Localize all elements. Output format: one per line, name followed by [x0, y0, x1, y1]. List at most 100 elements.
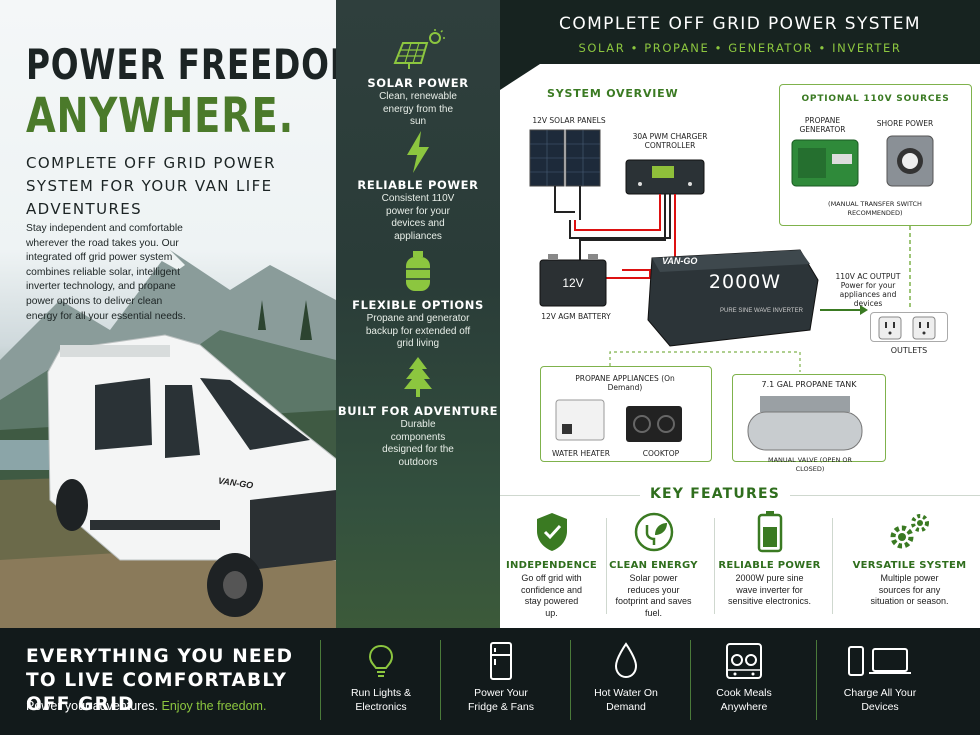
- bottom-title: EVERYTHING YOU NEED TO LIVE COMFORTABLY …: [26, 646, 294, 715]
- fridge-icon: [490, 642, 512, 680]
- wiring-diagram: [529, 129, 911, 372]
- inverter: [647, 249, 819, 347]
- lightning-bolt-icon: [407, 131, 429, 173]
- hero-subtitle: COMPLETE OFF GRID POWER SYSTEM FOR YOUR …: [26, 154, 276, 218]
- key-feature-title: VERSATILE SYSTEM: [852, 560, 967, 571]
- mid-feature-desc: Clean, renewable energy from the sun: [379, 91, 457, 127]
- bottom-subtitle: Power your adventures. Enjoy the freedom…: [26, 699, 266, 713]
- outlets-box: [870, 312, 948, 342]
- mid-feature-reliable: RELIABLE POWER Consistent 110V power for…: [336, 130, 500, 243]
- mid-feature-title: SOLAR POWER: [367, 76, 469, 90]
- bottom-item-devices: Charge All Your Devices: [820, 640, 940, 714]
- kf-divider: [714, 518, 715, 614]
- feature-column: SOLAR POWER Clean, renewable energy from…: [336, 0, 500, 628]
- cooktop-label: COOKTOP: [642, 449, 680, 458]
- bottom-item-cook: Cook Meals Anywhere: [684, 640, 804, 714]
- bottom-item-lights: Run Lights & Electronics: [321, 640, 441, 714]
- key-feature-independence: INDEPENDENCE Go off grid with confidence…: [494, 510, 609, 619]
- gears-icon: [890, 514, 929, 549]
- key-feature-clean-energy: CLEAN ENERGY Solar power reduces your fo…: [596, 510, 711, 619]
- key-feature-title: INDEPENDENCE: [505, 560, 598, 571]
- key-features-title: KEY FEATURES: [640, 486, 790, 502]
- bottom-item-water: Hot Water On Demand: [566, 640, 686, 714]
- key-feature-versatile: VERSATILE SYSTEM Multiple power sources …: [852, 510, 967, 608]
- shore-power-image: [886, 135, 934, 187]
- hero-body: Stay independent and comfortable whereve…: [26, 223, 186, 322]
- ac-output-label: 110V AC OUTPUT Power for your appliances…: [835, 272, 901, 308]
- bottom-item-label: Run Lights & Electronics: [350, 687, 412, 713]
- battery: [539, 254, 607, 307]
- propane-appliances-title: PROPANE APPLIANCES (On Demand): [575, 374, 675, 392]
- system-overview-title: SYSTEM OVERVIEW: [547, 87, 679, 100]
- devices-icon: [848, 646, 911, 676]
- kf-divider: [832, 518, 833, 614]
- propane-tank-image: [747, 396, 863, 451]
- bottom-item-label: Hot Water On Demand: [594, 687, 658, 713]
- right-header-subtitle: SOLAR • PROPANE • GENERATOR • INVERTER: [578, 41, 902, 55]
- water-drop-icon: [614, 642, 638, 679]
- mid-feature-desc: Propane and generator backup for extende…: [365, 313, 471, 349]
- inverter-model: PURE SINE WAVE INVERTER: [720, 308, 803, 314]
- mid-feature-solar: SOLAR POWER Clean, renewable energy from…: [336, 28, 500, 129]
- right-header: [500, 0, 980, 64]
- bottom-divider: [440, 640, 441, 720]
- output-arrow: [820, 305, 868, 315]
- bottom-divider: [690, 640, 691, 720]
- bottom-divider: [570, 640, 571, 720]
- solar-panels-label: 12V SOLAR PANELS: [532, 116, 606, 125]
- header-corner: [500, 0, 540, 90]
- mid-feature-desc: Consistent 110V power for your devices a…: [381, 193, 455, 242]
- mid-feature-desc: Durable components designed for the outd…: [382, 419, 454, 468]
- mid-feature-title: FLEXIBLE OPTIONS: [352, 298, 484, 312]
- outlet-icon: [878, 316, 936, 340]
- battery-label: 12V AGM BATTERY: [541, 312, 611, 321]
- solar-panels: [529, 129, 601, 187]
- propane-tank-icon: [406, 251, 430, 291]
- cooktop-image: [626, 406, 682, 442]
- pine-tree-icon: [404, 357, 432, 397]
- shore-power-label: SHORE POWER: [876, 119, 934, 128]
- solar-panel-icon: [393, 29, 445, 69]
- key-feature-desc: 2000W pure sine wave inverter for sensit…: [727, 573, 812, 606]
- charge-controller: [625, 159, 705, 195]
- inverter-brand: VAN-GO: [662, 256, 698, 266]
- key-feature-reliable-power: RELIABLE POWER 2000W pure sine wave inve…: [712, 510, 827, 608]
- inverter-text: 2000W: [708, 271, 782, 293]
- light-bulb-icon: [368, 644, 394, 677]
- mid-feature-flexible: FLEXIBLE OPTIONS Propane and generator b…: [336, 250, 500, 351]
- kf-divider: [606, 518, 607, 614]
- mid-feature-adventure: BUILT FOR ADVENTURE Durable components d…: [336, 356, 500, 469]
- bottom-divider: [816, 640, 817, 720]
- key-feature-title: CLEAN ENERGY: [609, 560, 698, 571]
- generator-label: PROPANE GENERATOR: [799, 116, 846, 134]
- van-illustration: [47, 334, 336, 617]
- generator-image: [791, 139, 859, 187]
- hero-panel: POWER FREEDOM. ANYWHERE. COMPLETE OFF GR…: [0, 0, 336, 628]
- bottom-divider: [320, 640, 321, 720]
- propane-tank-title: 7.1 GAL PROPANE TANK: [761, 380, 857, 389]
- bottom-item-label: Power Your Fridge & Fans: [468, 687, 534, 713]
- water-heater-image: [555, 399, 605, 441]
- hero-title-line2: ANYWHERE.: [26, 88, 294, 144]
- bottom-item-label: Cook Meals Anywhere: [716, 687, 772, 713]
- bottom-subtitle-green: Enjoy the freedom.: [161, 699, 267, 713]
- key-feature-title: RELIABLE POWER: [718, 560, 821, 571]
- bottom-subtitle-white: Power your adventures.: [26, 699, 159, 713]
- mid-feature-title: RELIABLE POWER: [357, 178, 479, 192]
- plug-leaf-icon: [634, 512, 673, 552]
- transfer-switch-note: (MANUAL TRANSFER SWITCH RECOMMENDED): [828, 200, 922, 217]
- battery-text: 12V: [562, 276, 584, 290]
- bottom-item-fridge: Power Your Fridge & Fans: [441, 640, 561, 714]
- hero-title-line1: POWER FREEDOM.: [26, 40, 336, 89]
- mid-feature-title: BUILT FOR ADVENTURE: [337, 404, 499, 418]
- shield-check-icon: [536, 513, 567, 551]
- right-header-title: COMPLETE OFF GRID POWER SYSTEM: [559, 14, 921, 34]
- outlets-label: OUTLETS: [890, 346, 928, 355]
- charge-controller-label: 30A PWM CHARGER CONTROLLER: [632, 132, 708, 150]
- manual-valve-note: MANUAL VALVE (OPEN OR CLOSED): [767, 456, 853, 473]
- water-heater-label: WATER HEATER: [552, 449, 610, 458]
- key-feature-desc: Multiple power sources for any situation…: [870, 573, 949, 606]
- battery-icon: [757, 511, 782, 553]
- key-feature-desc: Solar power reduces your footprint and s…: [615, 573, 692, 618]
- stove-icon: [726, 643, 762, 679]
